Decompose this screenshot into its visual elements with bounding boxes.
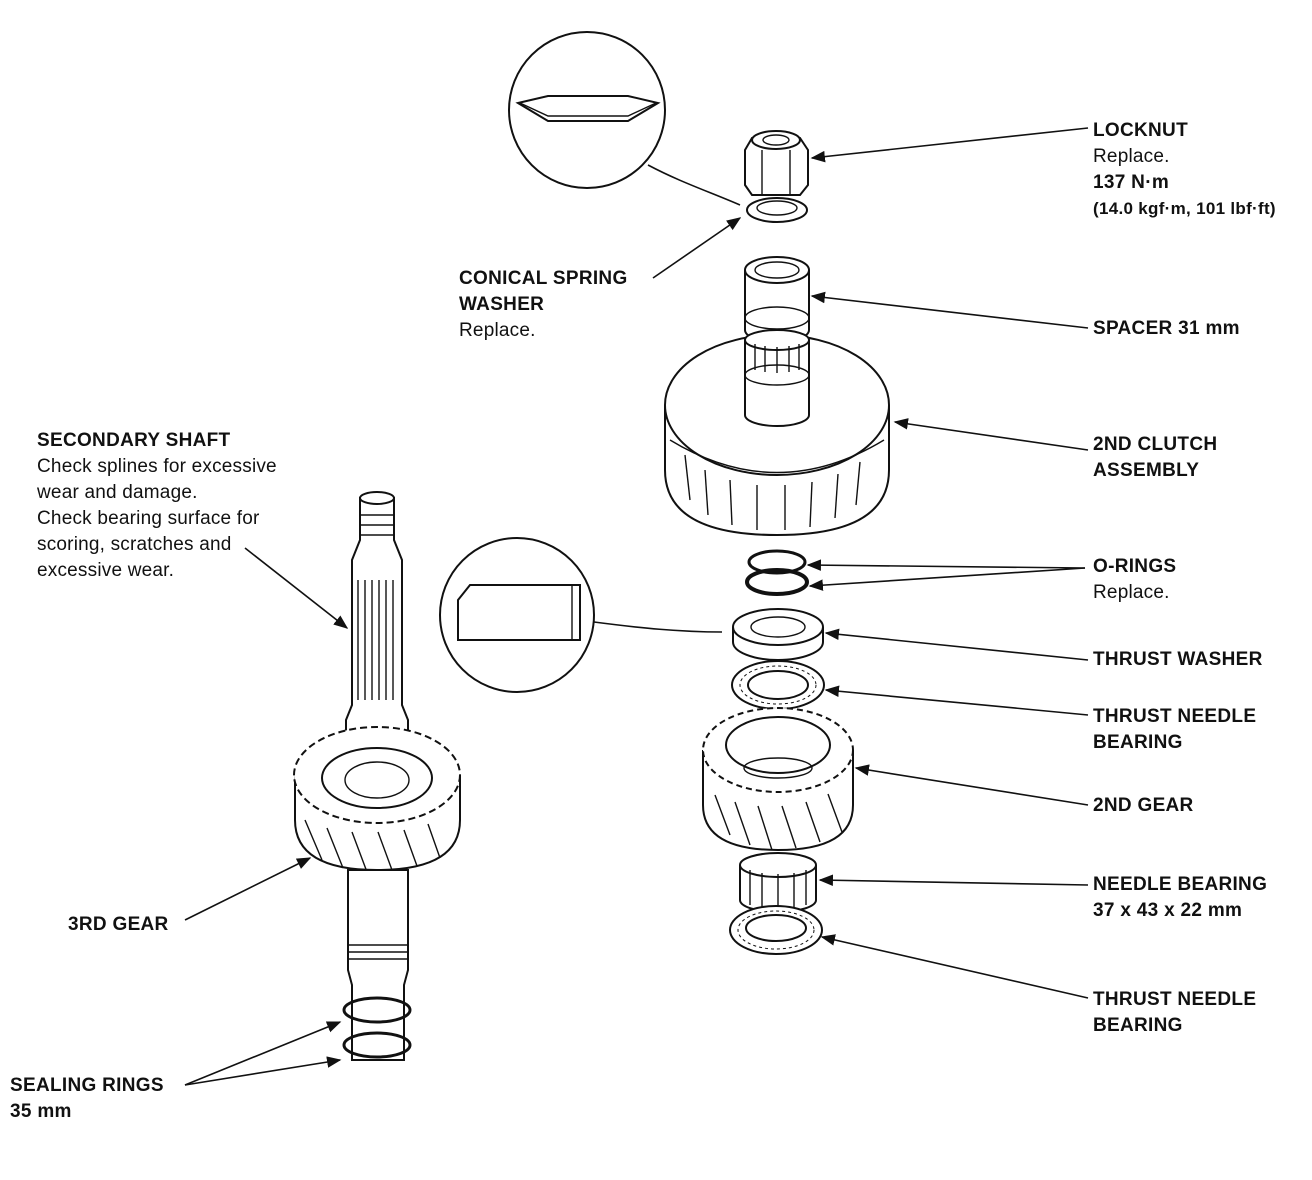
secondary-shaft-line-1: Check splines for excessive — [37, 456, 277, 477]
conical-spring-washer-label: CONICAL SPRING WASHER Replace. — [459, 266, 628, 344]
thrust-needle-bearing-lower-name-2: BEARING — [1093, 1015, 1183, 1036]
spacer — [744, 256, 810, 343]
secondary-shaft-line-2: wear and damage. — [37, 482, 198, 503]
leader-lines — [184, 127, 1089, 1086]
thrust-washer — [732, 608, 824, 661]
locknut-torque-alt: (14.0 kgf·m, 101 lbf·ft) — [1093, 199, 1276, 218]
o-rings — [745, 549, 809, 596]
conical-spring-washer-name-2: WASHER — [459, 294, 545, 315]
spacer-label: SPACER 31 mm — [1093, 316, 1240, 342]
secondary-shaft-line-5: excessive wear. — [37, 560, 175, 581]
second-gear-label: 2ND GEAR — [1093, 793, 1194, 819]
secondary-shaft-label: SECONDARY SHAFT Check splines for excess… — [37, 428, 277, 584]
conical-spring-washer-note: Replace. — [459, 320, 536, 341]
sealing-rings-name: SEALING RINGS — [10, 1075, 164, 1096]
o-rings-note: Replace. — [1093, 582, 1170, 603]
thrust-needle-bearing-lower-label: THRUST NEEDLE BEARING — [1093, 987, 1256, 1039]
third-gear-label: 3RD GEAR — [68, 912, 169, 938]
second-gear — [702, 707, 854, 852]
thrust-needle-bearing-upper — [731, 660, 825, 710]
third-gear — [293, 726, 461, 873]
needle-bearing-name: NEEDLE BEARING — [1093, 874, 1268, 895]
washer-detail-circle — [508, 31, 741, 206]
thrust-needle-bearing-upper-name-2: BEARING — [1093, 732, 1183, 753]
thrust-washer-name: THRUST WASHER — [1093, 649, 1263, 670]
secondary-shaft-name: SECONDARY SHAFT — [37, 430, 231, 451]
secondary-shaft-line-3: Check bearing surface for — [37, 508, 260, 529]
thrust-washer-detail-circle — [439, 537, 723, 693]
locknut-name: LOCKNUT — [1093, 120, 1188, 141]
thrust-needle-bearing-lower — [729, 905, 823, 955]
secondary-shaft — [345, 491, 409, 791]
sealing-rings-size: 35 mm — [10, 1101, 72, 1122]
secondary-shaft-lower — [347, 869, 409, 1061]
third-gear-name: 3RD GEAR — [68, 914, 169, 935]
conical-spring-washer — [746, 197, 808, 223]
thrust-needle-bearing-lower-name-1: THRUST NEEDLE — [1093, 989, 1257, 1010]
locknut — [744, 130, 809, 196]
thrust-needle-bearing-upper-name-1: THRUST NEEDLE — [1093, 706, 1257, 727]
needle-bearing-size: 37 x 43 x 22 mm — [1093, 900, 1243, 921]
sealing-rings-label: SEALING RINGS 35 mm — [10, 1073, 164, 1125]
thrust-needle-bearing-upper-label: THRUST NEEDLE BEARING — [1093, 704, 1256, 756]
second-clutch-label: 2ND CLUTCH ASSEMBLY — [1093, 432, 1217, 484]
second-clutch-assembly — [664, 329, 890, 537]
o-rings-name: O-RINGS — [1093, 556, 1177, 577]
secondary-shaft-line-4: scoring, scratches and — [37, 534, 232, 555]
second-clutch-name-1: 2ND CLUTCH — [1093, 434, 1218, 455]
locknut-torque: 137 N·m — [1093, 172, 1170, 193]
needle-bearing-label: NEEDLE BEARING 37 x 43 x 22 mm — [1093, 872, 1267, 924]
locknut-note: Replace. — [1093, 146, 1170, 167]
sealing-rings — [342, 996, 412, 1059]
o-rings-label: O-RINGS Replace. — [1093, 554, 1176, 606]
conical-spring-washer-name-1: CONICAL SPRING — [459, 268, 628, 289]
second-clutch-name-2: ASSEMBLY — [1093, 460, 1200, 481]
spacer-name: SPACER 31 mm — [1093, 318, 1240, 339]
needle-bearing — [739, 852, 817, 913]
thrust-washer-label: THRUST WASHER — [1093, 647, 1263, 673]
second-gear-name: 2ND GEAR — [1093, 795, 1194, 816]
locknut-label: LOCKNUT Replace. 137 N·m (14.0 kgf·m, 10… — [1093, 118, 1276, 222]
